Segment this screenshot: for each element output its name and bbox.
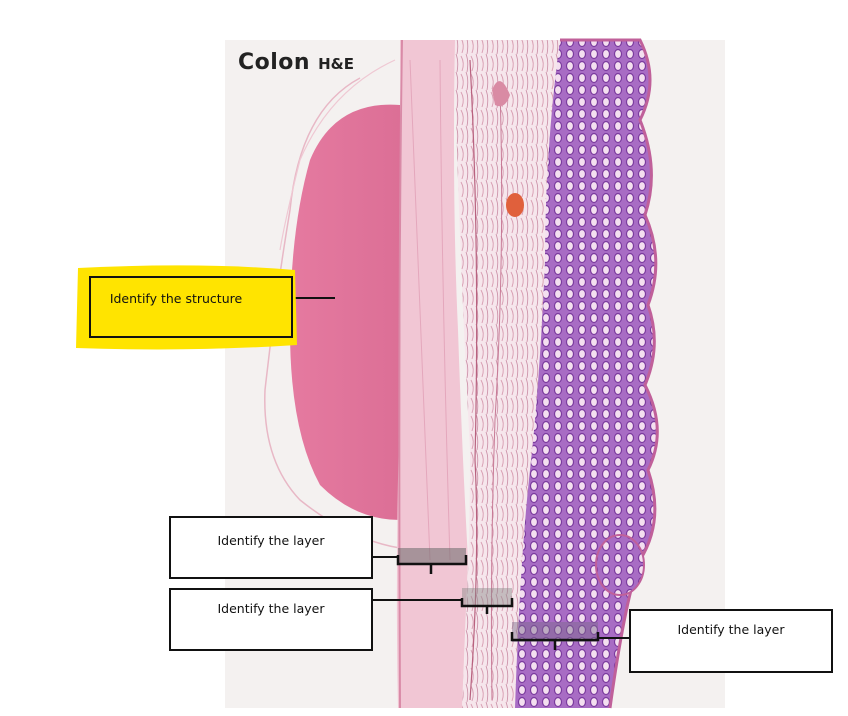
layer-marker-3 [512, 622, 598, 642]
title-stain: H&E [318, 55, 354, 73]
label-box-layer-3[interactable]: Identify the layer [629, 609, 833, 673]
label-box-layer-2[interactable]: Identify the layer [169, 588, 373, 651]
title-organ: Colon [238, 50, 311, 75]
label-text-layer-2: Identify the layer [217, 601, 325, 616]
label-text-layer-1: Identify the layer [217, 533, 325, 548]
label-box-layer-1[interactable]: Identify the layer [169, 516, 373, 579]
crypt-cluster [595, 534, 645, 596]
layer-marker-2 [462, 588, 512, 606]
muscle-layer-band [396, 40, 468, 708]
bracket-3 [510, 632, 600, 650]
bracket-2 [460, 598, 514, 614]
tissue-mass [290, 104, 400, 520]
label-box-structure[interactable]: Identify the structure [89, 276, 293, 338]
micrograph-title: Colon H&E [238, 50, 354, 75]
layer-marker-1 [398, 548, 466, 564]
blood-vessel [506, 193, 524, 217]
bracket-1 [396, 555, 468, 574]
label-text-structure: Identify the structure [109, 291, 243, 306]
label-text-layer-3: Identify the layer [677, 622, 785, 637]
serosa-outline [264, 77, 401, 549]
submucosa-band [455, 40, 560, 708]
